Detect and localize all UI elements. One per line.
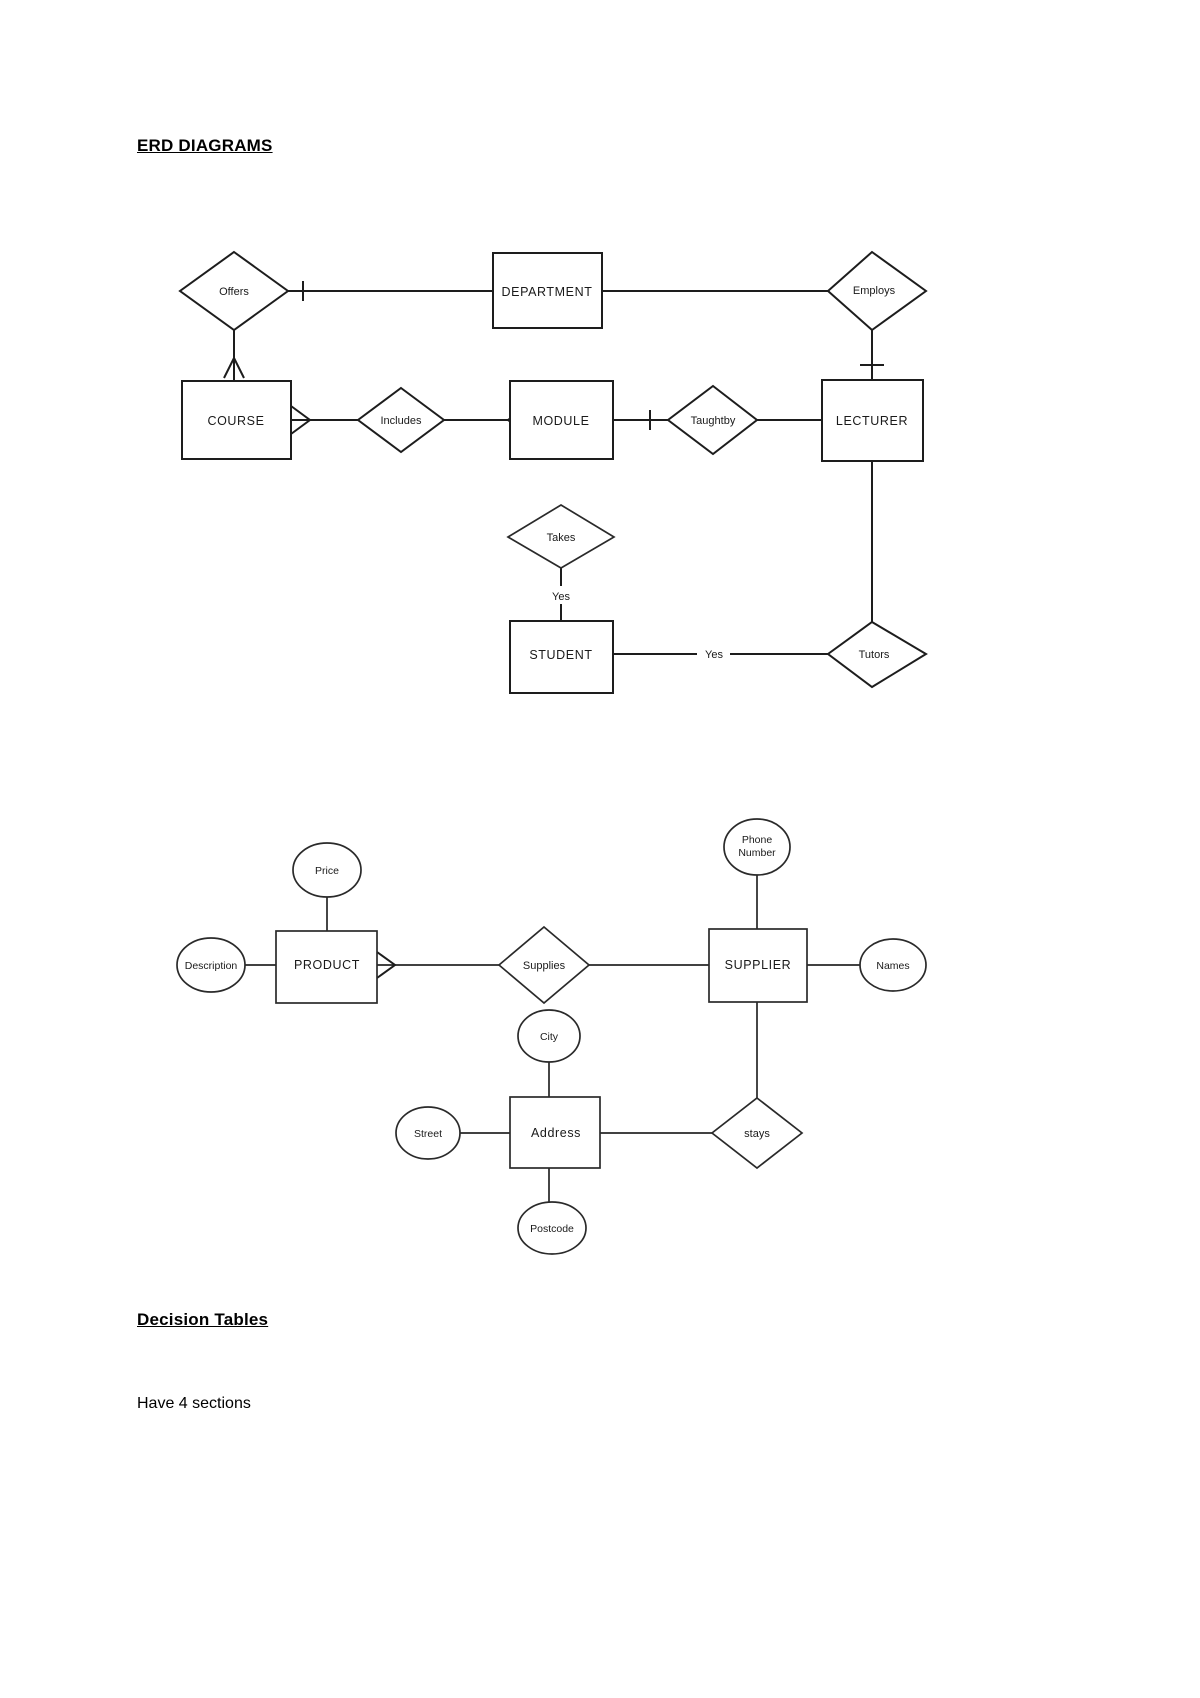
relationship-includes: Includes (356, 386, 446, 454)
diagram2-connectors (245, 874, 860, 1202)
attribute-city: City (517, 1009, 581, 1063)
attribute-description: Description (176, 937, 246, 993)
entity-product: PRODUCT (275, 930, 378, 1004)
relationship-supplies: Supplies (497, 925, 591, 1005)
relationship-takes-label: Takes (547, 532, 576, 544)
relationship-taughtby: Taughtby (666, 384, 759, 456)
entity-module-label: MODULE (532, 414, 589, 428)
entity-course: COURSE (181, 380, 292, 460)
entity-supplier: SUPPLIER (708, 928, 808, 1003)
attribute-names: Names (859, 938, 927, 992)
entity-lecturer-label: LECTURER (836, 414, 908, 428)
entity-student-label: STUDENT (529, 648, 592, 662)
entity-department-label: DEPARTMENT (502, 285, 593, 299)
entity-course-label: COURSE (207, 414, 264, 428)
body-paragraph: Have 4 sections (137, 1395, 251, 1412)
entity-lecturer: LECTURER (821, 379, 924, 462)
relationship-stays-label: stays (744, 1128, 770, 1140)
attribute-phone-number-label-line1: Phone (742, 834, 773, 846)
relationship-tutors-label: Tutors (859, 649, 890, 661)
edge-label-takes-student: Yes (552, 591, 570, 603)
attribute-street-label: Street (414, 1128, 442, 1140)
entity-address: Address (509, 1096, 601, 1169)
entity-student: STUDENT (509, 620, 614, 694)
attribute-price: Price (292, 842, 362, 898)
attribute-price-label: Price (315, 865, 339, 877)
relationship-includes-label: Includes (381, 415, 422, 427)
attribute-street: Street (395, 1106, 461, 1160)
relationship-stays: stays (710, 1096, 804, 1170)
entity-module: MODULE (509, 380, 614, 460)
diagram1-connectors (223, 281, 884, 655)
relationship-taughtby-label: Taughtby (691, 415, 736, 427)
page-title: ERD DIAGRAMS (137, 136, 273, 155)
entity-department: DEPARTMENT (492, 252, 603, 329)
relationship-supplies-label: Supplies (523, 960, 566, 972)
relationship-employs: Employs (826, 250, 928, 332)
relationship-employs-label: Employs (853, 285, 896, 297)
entity-address-label: Address (531, 1126, 581, 1140)
entity-supplier-label: SUPPLIER (725, 958, 792, 972)
relationship-takes: Takes (506, 504, 616, 569)
edge-label-student-tutors: Yes (705, 649, 723, 661)
entity-product-label: PRODUCT (294, 958, 360, 972)
attribute-names-label: Names (876, 960, 909, 972)
relationship-offers-label: Offers (219, 286, 249, 298)
attribute-phone-number: Phone Number (723, 818, 791, 876)
relationship-offers: Offers (178, 250, 290, 332)
attribute-city-label: City (540, 1031, 559, 1043)
relationship-tutors: Tutors (826, 620, 928, 689)
attribute-description-label: Description (185, 960, 238, 972)
attribute-postcode-label: Postcode (530, 1223, 574, 1235)
attribute-postcode: Postcode (517, 1201, 587, 1255)
attribute-phone-number-label-line2: Number (738, 847, 776, 859)
decision-tables-heading: Decision Tables (137, 1310, 269, 1329)
